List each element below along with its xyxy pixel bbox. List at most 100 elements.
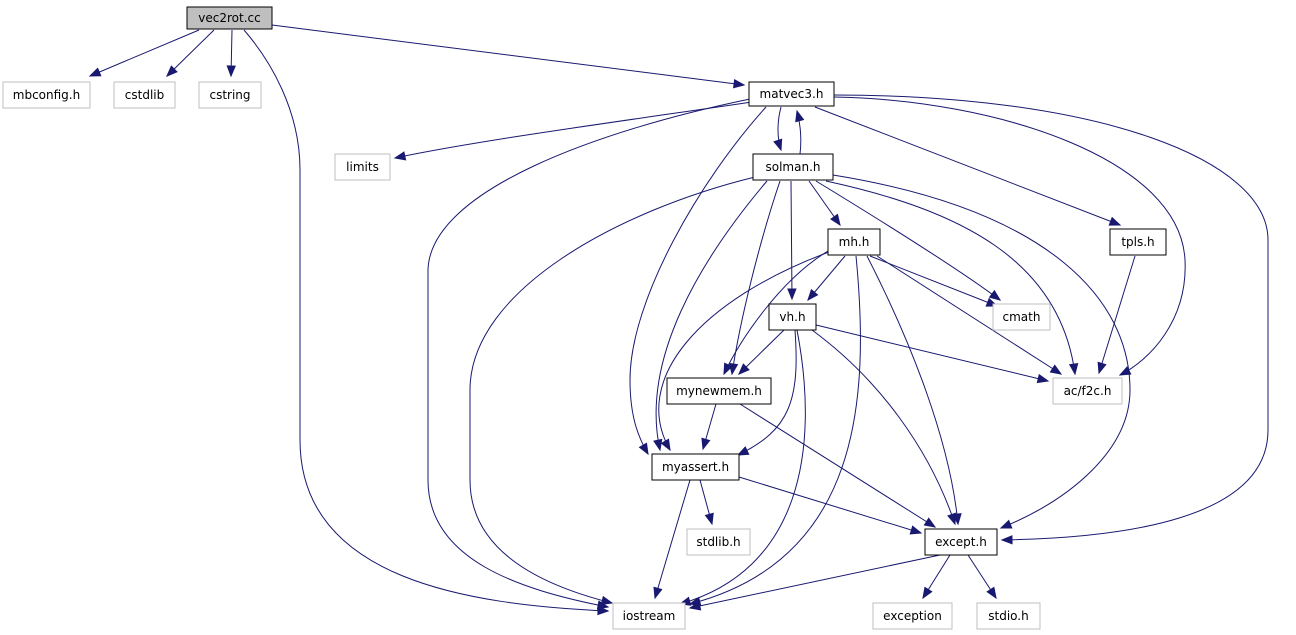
node-label: mh.h <box>839 235 870 249</box>
node-stdlibh: stdlib.h <box>686 528 751 556</box>
arrow-head-icon <box>909 525 923 535</box>
edge-line <box>833 96 1186 376</box>
edge-vec2rot-to-cstdlib <box>166 29 215 77</box>
node-iostream: iostream <box>612 602 686 630</box>
node-box <box>198 81 262 109</box>
edge-tpls-to-acf2c <box>1097 255 1136 375</box>
arrow-head-icon <box>1000 535 1013 545</box>
edge-line <box>658 251 830 451</box>
arrow-head-icon <box>1097 361 1107 375</box>
arrow-head-icon <box>923 517 937 528</box>
arrow-head-icon <box>88 67 102 77</box>
edge-line <box>790 180 793 300</box>
edge-solman-to-acf2c <box>825 180 1079 376</box>
node-label: vh.h <box>779 310 805 324</box>
node-cstdlib: cstdlib <box>113 81 176 109</box>
edge-line <box>737 329 797 456</box>
arrow-head-icon <box>787 288 797 301</box>
edge-line <box>814 106 1121 226</box>
edge-vh-to-acf2c <box>815 324 1050 384</box>
node-cmath: cmath <box>992 303 1051 331</box>
node-label: exception <box>883 609 942 623</box>
edge-line <box>655 180 768 451</box>
arrow-head-icon <box>773 138 783 152</box>
arrow-head-icon <box>653 438 663 452</box>
node-acf2c: ac/f2c.h <box>1052 377 1123 405</box>
edge-mynewmem-to-myassert <box>701 403 717 451</box>
node-label: cstdlib <box>125 88 164 102</box>
arrow-head-icon <box>1036 373 1050 384</box>
arrow-head-icon <box>738 363 750 375</box>
edge-mynewmem-to-except <box>739 403 937 528</box>
node-box <box>666 377 772 405</box>
node-label: mbconfig.h <box>13 88 80 102</box>
node-except[interactable]: except.h <box>924 528 998 556</box>
node-solman[interactable]: solman.h <box>752 153 834 181</box>
edge-line <box>832 174 1131 529</box>
node-tpls[interactable]: tpls.h <box>1109 228 1167 256</box>
edge-solman-to-mh <box>808 180 841 227</box>
arrow-head-icon <box>795 109 805 123</box>
arrow-head-icon <box>1049 364 1063 375</box>
node-label: limits <box>346 160 379 174</box>
edge-line <box>738 476 922 534</box>
node-label: stdlib.h <box>696 535 740 549</box>
node-box <box>992 303 1051 331</box>
node-mynewmem[interactable]: mynewmem.h <box>666 377 772 405</box>
node-label: iostream <box>623 609 676 623</box>
edge-line <box>815 324 1049 382</box>
node-vh[interactable]: vh.h <box>768 303 817 331</box>
edge-line <box>866 255 959 525</box>
edge-line <box>876 255 1062 375</box>
arrow-head-icon <box>638 442 649 456</box>
node-box <box>186 6 273 30</box>
node-vec2rot[interactable]: vec2rot.cc <box>186 6 273 30</box>
arrow-head-icon <box>999 519 1013 529</box>
edge-line <box>654 479 691 599</box>
edge-line <box>815 180 1001 301</box>
edge-line <box>739 403 936 528</box>
arrow-head-icon <box>660 438 671 452</box>
node-label: cstring <box>209 88 250 102</box>
edge-matvec3-to-except <box>833 94 1269 545</box>
node-exception: exception <box>872 602 953 630</box>
edge-line <box>629 106 767 455</box>
arrow-head-icon <box>728 362 739 376</box>
edge-line <box>689 554 941 609</box>
node-label: ac/f2c.h <box>1064 384 1112 398</box>
node-box <box>872 602 953 630</box>
edge-matvec3-to-myassert <box>629 106 767 456</box>
node-box <box>924 528 998 556</box>
node-box <box>612 602 686 630</box>
edge-line <box>825 180 1076 375</box>
edge-mh-to-acf2c <box>876 255 1063 375</box>
edge-vec2rot-to-cstring <box>226 29 236 78</box>
node-box <box>686 528 751 556</box>
edge-line <box>679 329 806 605</box>
edge-solman-to-except <box>832 174 1131 529</box>
edge-vec2rot-to-iostream <box>243 29 610 616</box>
edge-line <box>1098 255 1136 374</box>
arrow-head-icon <box>807 288 819 302</box>
node-box <box>334 153 391 181</box>
node-box <box>752 153 834 181</box>
arrow-head-icon <box>688 601 702 611</box>
node-label: stdio.h <box>988 609 1028 623</box>
edge-line <box>89 29 200 77</box>
edge-matvec3-to-tpls <box>814 106 1122 226</box>
edge-vh-to-mynewmem <box>738 329 785 375</box>
arrow-head-icon <box>732 78 746 89</box>
node-box <box>768 303 817 331</box>
node-label: matvec3.h <box>760 87 824 101</box>
edge-mh-to-except <box>866 255 962 526</box>
edge-mh-to-vh <box>807 255 846 302</box>
arrow-head-icon <box>947 512 957 526</box>
node-box <box>748 81 835 107</box>
edge-myassert-to-except <box>738 476 923 535</box>
node-matvec3[interactable]: matvec3.h <box>748 81 835 107</box>
edge-line <box>243 29 609 612</box>
edge-line <box>811 329 956 525</box>
node-myassert[interactable]: myassert.h <box>651 453 740 481</box>
node-mh[interactable]: mh.h <box>827 228 881 256</box>
